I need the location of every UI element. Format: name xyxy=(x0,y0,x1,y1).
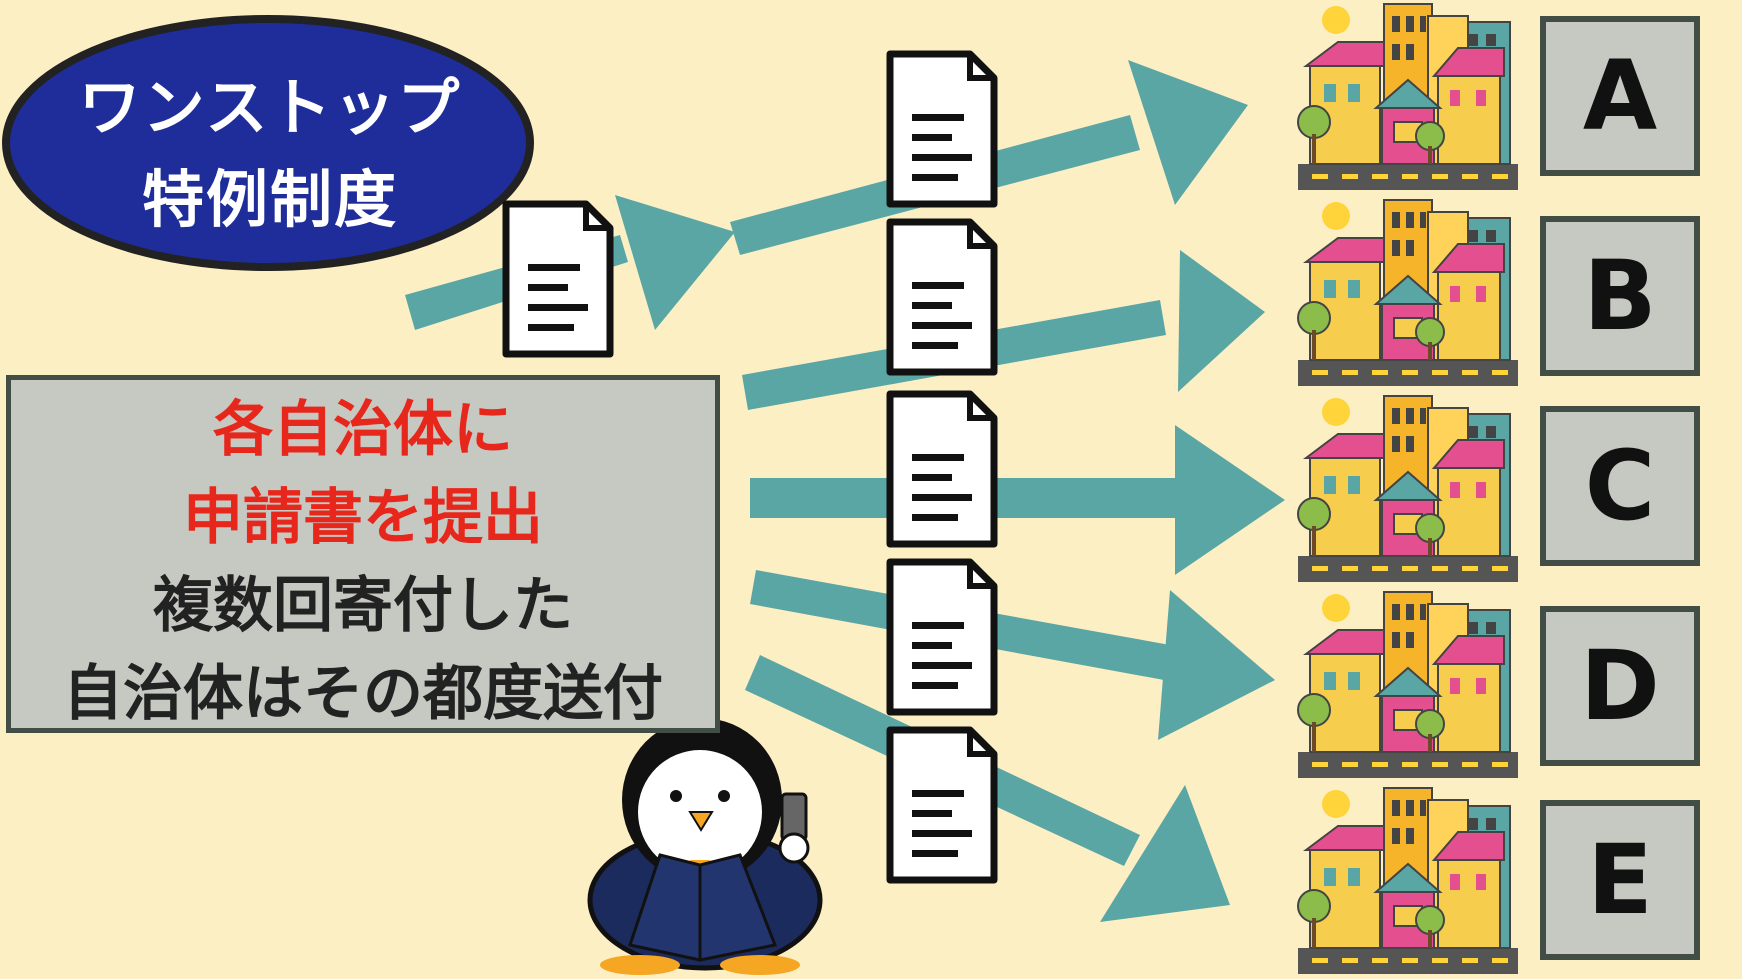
callout-line-4: 自治体はその都度送付 xyxy=(63,659,663,729)
document-icon xyxy=(890,562,994,712)
town-illustration xyxy=(1297,591,1519,779)
town-illustration xyxy=(1297,199,1519,387)
title-text: ワンストップ 特例制度 xyxy=(40,62,500,246)
municipality-label-e: E xyxy=(1540,800,1700,960)
town-illustration xyxy=(1297,3,1519,191)
penguin-mascot-icon xyxy=(587,718,823,975)
town-illustration xyxy=(1297,395,1519,583)
callout-highlight-line-1: 各自治体に xyxy=(213,395,513,465)
arrow-b xyxy=(742,250,1265,410)
document-icon xyxy=(890,54,994,204)
title-line-2: 特例制度 xyxy=(141,163,398,236)
title-line-1: ワンストップ xyxy=(78,71,462,144)
document-icon xyxy=(890,394,994,544)
municipality-label-d: D xyxy=(1540,606,1700,766)
explanation-box: 各自治体に 申請書を提出 複数回寄付した 自治体はその都度送付 xyxy=(6,375,720,733)
document-icon xyxy=(506,204,610,354)
town-illustration xyxy=(1297,787,1519,975)
arrow-c xyxy=(750,425,1285,575)
document-icon xyxy=(890,730,994,880)
document-icon xyxy=(890,222,994,372)
municipality-label-c: C xyxy=(1540,406,1700,566)
municipality-label-a: A xyxy=(1540,16,1700,176)
callout-line-3: 複数回寄付した xyxy=(153,571,573,641)
municipality-label-b: B xyxy=(1540,216,1700,376)
callout-highlight-line-2: 申請書を提出 xyxy=(183,483,543,553)
title-ellipse xyxy=(2,15,534,271)
